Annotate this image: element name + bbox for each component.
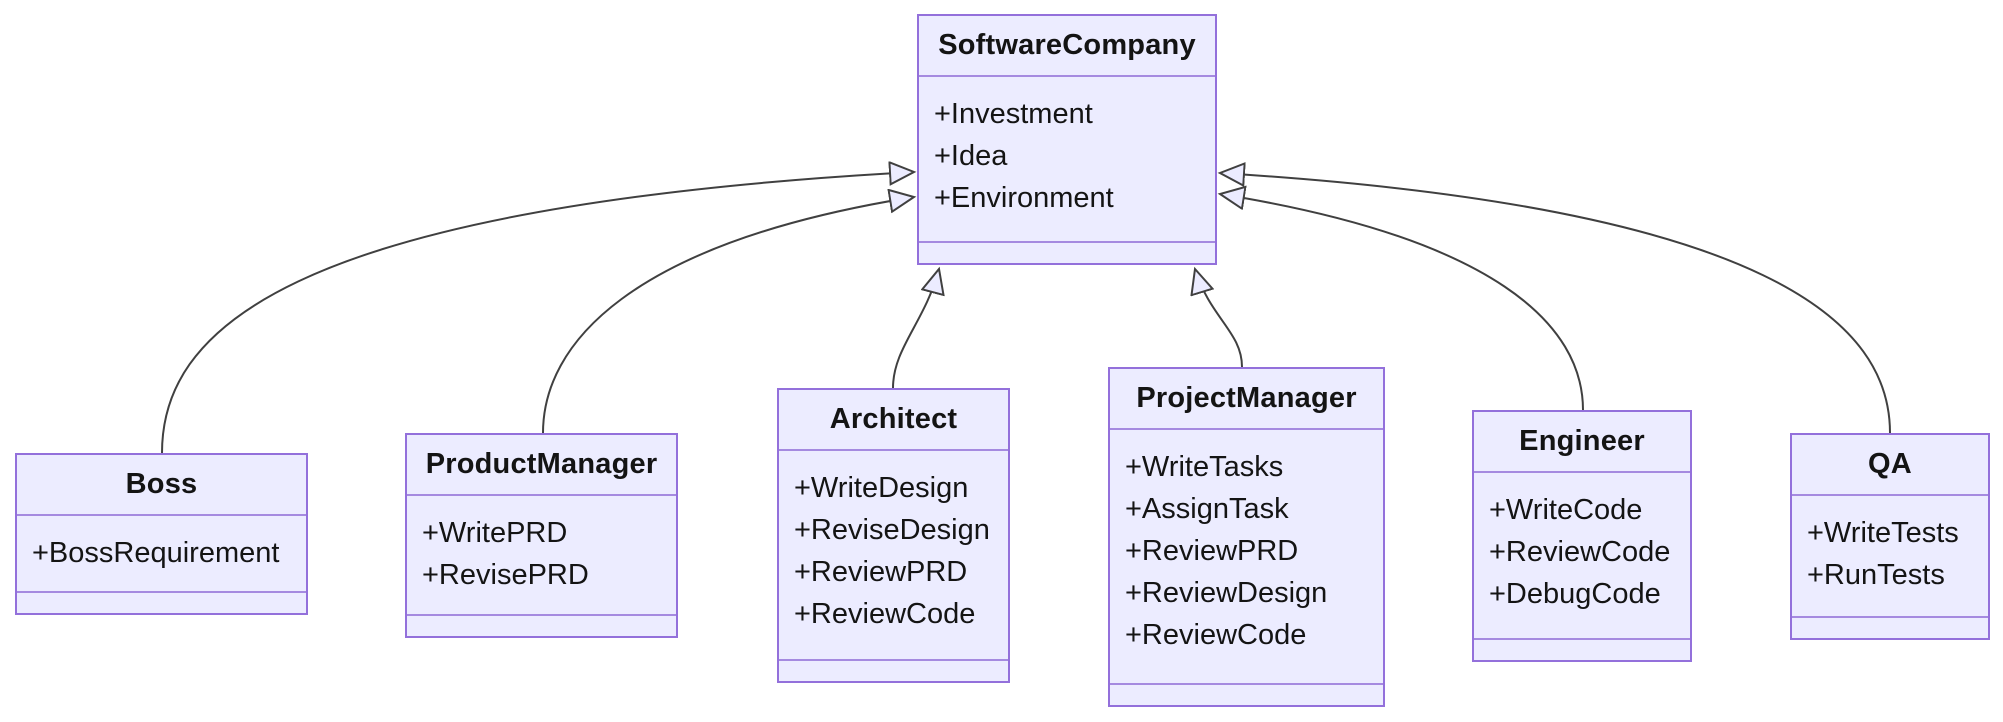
class-attributes: +WritePRD +RevisePRD	[407, 496, 676, 614]
class-title: Architect	[779, 390, 1008, 451]
class-attribute: +WriteCode	[1489, 494, 1643, 526]
class-attribute: +WriteTasks	[1125, 451, 1284, 483]
class-methods-section-empty	[919, 241, 1215, 263]
class-box-architect: Architect +WriteDesign +ReviseDesign +Re…	[777, 388, 1010, 683]
class-title: ProjectManager	[1110, 369, 1383, 430]
class-methods-section-empty	[779, 659, 1008, 681]
class-attribute: +Investment	[934, 98, 1093, 130]
class-attribute: +Environment	[934, 182, 1114, 214]
class-title: Engineer	[1474, 412, 1690, 473]
class-box-product-manager: ProductManager +WritePRD +RevisePRD	[405, 433, 678, 638]
class-methods-section-empty	[17, 591, 306, 613]
class-box-boss: Boss +BossRequirement	[15, 453, 308, 615]
class-attribute: +ReviewPRD	[794, 556, 968, 588]
class-title: ProductManager	[407, 435, 676, 496]
edge-architect-to-softwarecompany	[892, 269, 939, 389]
class-attribute: +ReviewPRD	[1125, 535, 1299, 567]
class-box-project-manager: ProjectManager +WriteTasks +AssignTask +…	[1108, 367, 1385, 707]
class-box-qa: QA +WriteTests +RunTests	[1790, 433, 1990, 640]
class-attribute: +WritePRD	[422, 517, 568, 549]
class-attribute: +BossRequirement	[32, 537, 280, 569]
class-attribute: +ReviewDesign	[1125, 577, 1328, 609]
class-attributes: +WriteTasks +AssignTask +ReviewPRD +Revi…	[1110, 430, 1383, 683]
class-attribute: +AssignTask	[1125, 493, 1289, 525]
class-title: QA	[1792, 435, 1988, 496]
class-box-software-company: SoftwareCompany +Investment +Idea +Envir…	[917, 14, 1217, 265]
class-attribute: +WriteTests	[1807, 517, 1959, 549]
class-attribute: +ReviewCode	[794, 598, 976, 630]
class-attribute: +Idea	[934, 140, 1008, 172]
class-attribute: +RunTests	[1807, 559, 1945, 591]
class-attribute: +RevisePRD	[422, 559, 589, 591]
class-box-engineer: Engineer +WriteCode +ReviewCode +DebugCo…	[1472, 410, 1692, 662]
edge-projectmanager-to-softwarecompany	[1195, 269, 1243, 368]
class-attributes: +WriteCode +ReviewCode +DebugCode	[1474, 473, 1690, 638]
class-attributes: +Investment +Idea +Environment	[919, 77, 1215, 241]
class-attribute: +DebugCode	[1489, 578, 1661, 610]
class-methods-section-empty	[1474, 638, 1690, 660]
class-attributes: +WriteDesign +ReviseDesign +ReviewPRD +R…	[779, 451, 1008, 659]
class-attribute: +WriteDesign	[794, 472, 969, 504]
class-title: SoftwareCompany	[919, 16, 1215, 77]
class-attributes: +WriteTests +RunTests	[1792, 496, 1988, 616]
class-attribute: +ReviseDesign	[794, 514, 990, 546]
class-title: Boss	[17, 455, 306, 516]
class-attribute: +ReviewCode	[1489, 536, 1671, 568]
class-methods-section-empty	[407, 614, 676, 636]
class-methods-section-empty	[1110, 683, 1383, 705]
class-methods-section-empty	[1792, 616, 1988, 638]
class-attribute: +ReviewCode	[1125, 619, 1307, 651]
class-attributes: +BossRequirement	[17, 516, 306, 591]
